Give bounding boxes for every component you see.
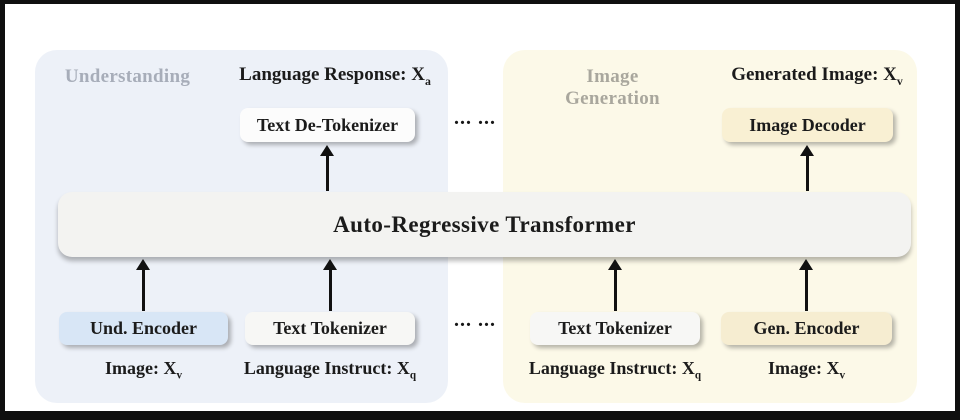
language-instruct-text: Language Instruct: X (243, 358, 410, 378)
arrow-line (805, 154, 809, 191)
arrow-up-from-text-tokenizer-gen-icon (608, 259, 622, 311)
generated-image-subscript: v (896, 74, 903, 88)
language-instruct-label-generation: Language Instruct: Xq (515, 358, 715, 382)
generated-image-text: Generated Image: X (731, 64, 897, 85)
image-decoder-box: Image Decoder (722, 108, 893, 142)
text-tokenizer-box-generation: Text Tokenizer (530, 312, 700, 345)
arrow-up-to-image-decoder-icon (800, 145, 814, 191)
image-generation-section-label: Image Generation (565, 66, 660, 109)
generated-image-label: Generated Image: Xv (717, 64, 917, 89)
arrow-head-icon (799, 259, 813, 270)
language-instruct-subscript: q (694, 369, 702, 382)
language-response-text: Language Response: X (239, 64, 425, 85)
arrow-up-from-und-encoder-icon (136, 259, 150, 311)
text-de-tokenizer-box: Text De-Tokenizer (240, 108, 415, 142)
image-input-text: Image: X (104, 358, 177, 378)
arrow-line (613, 268, 617, 311)
language-response-label: Language Response: Xa (235, 64, 435, 89)
ellipsis-separator-top: ∙∙∙ ∙∙∙ (454, 112, 496, 134)
understanding-section-label: Understanding (64, 66, 191, 87)
arrow-head-icon (800, 145, 814, 156)
arrow-head-icon (323, 259, 337, 270)
image-input-subscript: v (839, 369, 846, 382)
und-encoder-box: Und. Encoder (59, 312, 228, 345)
arrow-line (804, 268, 808, 311)
ellipsis-separator-bottom: ∙∙∙ ∙∙∙ (454, 314, 496, 336)
language-instruct-label-understanding: Language Instruct: Xq (230, 358, 430, 382)
gen-encoder-box: Gen. Encoder (721, 312, 892, 345)
language-response-subscript: a (424, 74, 431, 88)
language-instruct-text: Language Instruct: X (528, 358, 695, 378)
arrow-up-from-text-tokenizer-und-icon (323, 259, 337, 311)
language-instruct-subscript: q (409, 369, 417, 382)
arrow-line (325, 154, 329, 191)
text-tokenizer-box-understanding: Text Tokenizer (245, 312, 415, 345)
image-input-label-understanding: Image: Xv (68, 358, 219, 382)
auto-regressive-transformer-box: Auto-Regressive Transformer (58, 192, 911, 257)
arrow-head-icon (320, 145, 334, 156)
arrow-head-icon (136, 259, 150, 270)
image-input-subscript: v (176, 369, 183, 382)
arrow-up-from-gen-encoder-icon (799, 259, 813, 311)
arrow-up-to-detokenizer-icon (320, 145, 334, 191)
image-input-label-generation: Image: Xv (731, 358, 882, 382)
arrow-head-icon (608, 259, 622, 270)
image-input-text: Image: X (767, 358, 840, 378)
arrow-line (328, 268, 332, 311)
arrow-line (141, 268, 145, 311)
